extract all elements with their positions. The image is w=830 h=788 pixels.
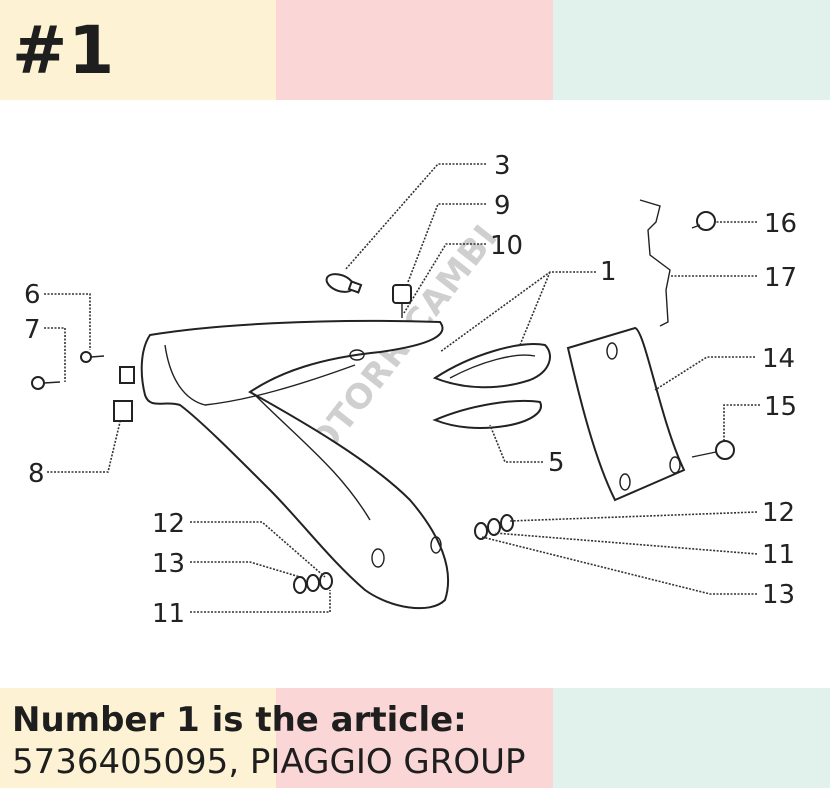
callout-12-right: 12	[762, 498, 795, 528]
leader-13b	[481, 536, 757, 595]
leader-10	[403, 243, 486, 314]
leader-15	[723, 404, 760, 440]
mudguard-hole-lower	[371, 548, 385, 568]
callout-6: 6	[24, 280, 41, 310]
caption-article-code: 5736405095, PIAGGIO GROUP	[12, 742, 526, 782]
screw-7-part	[31, 376, 61, 390]
callout-16: 16	[764, 209, 797, 239]
callout-15: 15	[764, 392, 797, 422]
lamp-socket-part	[392, 284, 412, 318]
swatch-cream	[0, 0, 276, 100]
callout-1: 1	[600, 257, 617, 287]
leader-5	[489, 424, 543, 463]
mudguard-contour-fold	[254, 394, 371, 521]
callout-13-left: 13	[152, 549, 185, 579]
callout-11-left: 11	[152, 599, 185, 629]
reflector-housing-inner	[449, 354, 536, 379]
square-nut-part	[113, 400, 133, 422]
mudguard-hole-side	[430, 536, 442, 554]
callout-3: 3	[494, 151, 511, 181]
front-mudguard-part	[140, 319, 450, 610]
bulb-part	[325, 273, 363, 294]
lower-reflector-part	[432, 399, 542, 429]
swatch-mint-bottom	[553, 688, 830, 788]
swatch-cream-bottom	[0, 688, 276, 788]
leader-11b	[494, 532, 758, 555]
washer-stack-left	[293, 572, 333, 594]
callout-7: 7	[24, 315, 41, 345]
leader-11a	[190, 590, 331, 613]
leader-12b	[509, 511, 758, 522]
callout-5: 5	[548, 448, 565, 478]
bracket-17-part	[639, 199, 671, 327]
item-number-badge: #1	[12, 12, 116, 89]
caption-heading: Number 1 is the article:	[12, 700, 467, 740]
leader-7	[44, 327, 66, 382]
screw-16-part	[691, 211, 716, 231]
mudguard-hole-top	[349, 349, 365, 361]
clip-nut-part	[119, 366, 135, 384]
article-caption: Number 1 is the article: 5736405095, PIA…	[12, 700, 526, 784]
plate-holder-part	[566, 326, 686, 502]
swatch-pink-bottom	[276, 688, 553, 788]
callout-12-left: 12	[152, 509, 185, 539]
leader-1b	[519, 271, 551, 346]
leader-9	[407, 203, 486, 283]
callout-8: 8	[28, 459, 45, 489]
callout-14: 14	[762, 344, 795, 374]
callout-11-right: 11	[762, 540, 795, 570]
screw-15-part	[691, 440, 735, 460]
callout-13-right: 13	[762, 580, 795, 610]
callout-10: 10	[490, 231, 523, 261]
washer-stack-right	[474, 514, 514, 540]
leader-12a	[190, 521, 326, 578]
reflector-housing-part	[432, 343, 551, 389]
leader-3	[344, 163, 486, 271]
swatch-mint	[553, 0, 830, 100]
mudguard-contour-inner	[164, 344, 356, 406]
callout-9: 9	[494, 191, 511, 221]
leader-8	[47, 421, 121, 473]
leader-14	[654, 356, 755, 391]
header-band	[0, 0, 830, 100]
screw-6-part	[80, 351, 105, 363]
leader-13a	[190, 561, 301, 578]
callout-17: 17	[764, 263, 797, 293]
swatch-pink	[276, 0, 553, 100]
footer-band	[0, 688, 830, 788]
parts-diagram: MOTORRICAMBI	[24, 151, 797, 629]
leader-6	[44, 293, 91, 350]
